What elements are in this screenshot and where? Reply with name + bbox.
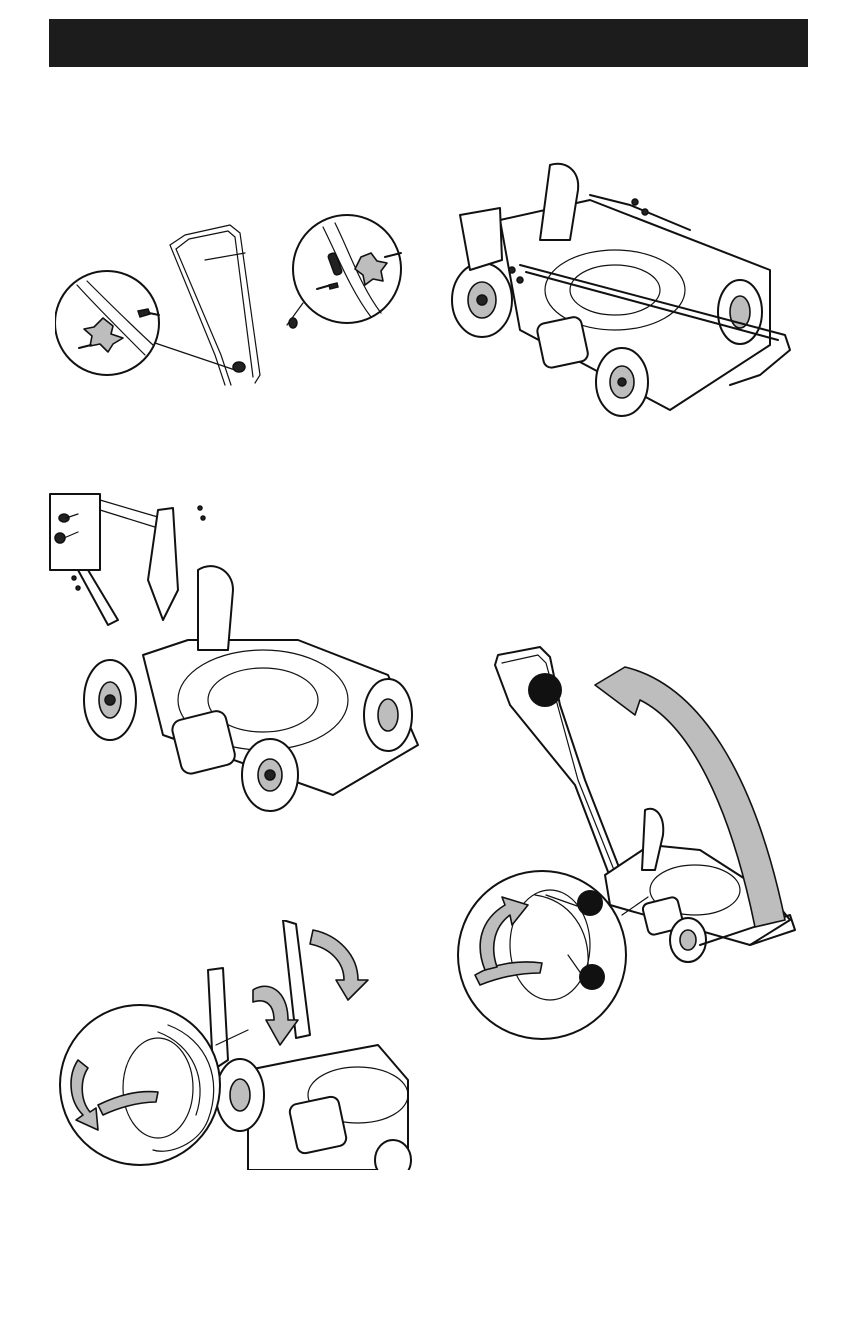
wheel-front-left [452,263,512,337]
marker-1 [528,673,562,707]
wheel-left [216,1059,264,1131]
wheel-rear [364,679,412,751]
wheel-left [84,660,136,740]
wheel-front [670,918,706,962]
figure-lower-handle-attach [440,160,810,420]
section-banner [49,19,808,67]
figure-handle-raise [450,645,815,1045]
figure-handle-fold-rotate [48,920,418,1170]
wheel-front-right [596,348,648,416]
rotate-arrow-icon [253,930,368,1045]
figure-handle-bracket-hardware [48,490,438,815]
mower-deck-icon [208,920,411,1170]
wheel-front [242,739,298,811]
mower-deck-icon [78,508,418,811]
handle-frame-icon [170,225,260,385]
knob-callout-right-icon [287,215,401,328]
figure-handle-knob-detail [55,205,415,405]
